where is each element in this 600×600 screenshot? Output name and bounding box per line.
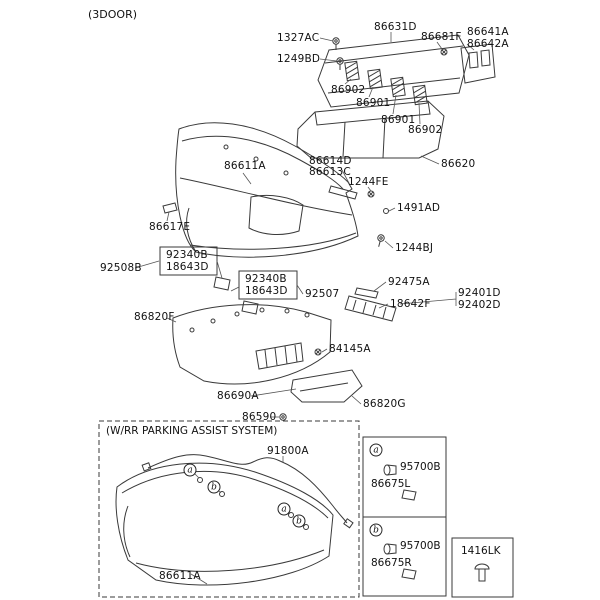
part-label-86642A: 86642A xyxy=(467,38,509,50)
part-label-91800A: 91800A xyxy=(267,445,309,457)
part-label-86590: 86590 xyxy=(242,411,277,423)
part-label-1491AD: 1491AD xyxy=(397,202,441,214)
plug-box-drawing xyxy=(451,537,514,598)
part-label-86820F: 86820F xyxy=(134,311,175,323)
part-label-86820G: 86820G xyxy=(363,398,406,410)
part-label-92475A: 92475A xyxy=(388,276,430,288)
plug-part-number: 1416LK xyxy=(461,545,501,557)
callout-marker-a: a xyxy=(183,463,197,477)
callout-marker-b: b xyxy=(207,480,221,494)
part-label-86620: 86620 xyxy=(441,158,476,170)
part-label-18643D: 18643D xyxy=(166,261,209,273)
part-label-86611A: 86611A xyxy=(224,160,266,172)
part-label-86611A: 86611A xyxy=(159,570,201,582)
part-label-86641A: 86641A xyxy=(467,26,509,38)
bumper-beam-drawing xyxy=(317,34,496,108)
part-label-86902: 86902 xyxy=(408,124,443,136)
part-label-86902: 86902 xyxy=(331,84,366,96)
part-label-86613C: 86613C xyxy=(309,166,351,178)
part-label-18642F: 18642F xyxy=(390,298,431,310)
part-label-1249BD: 1249BD xyxy=(277,53,321,65)
bumper-cover-drawing xyxy=(162,122,389,258)
leader-lines xyxy=(134,32,475,585)
legend-marker-a: a xyxy=(369,443,383,457)
parking-assist-box-drawing xyxy=(98,420,360,598)
parking-assist-box-title: (W/RR PARKING ASSIST SYSTEM) xyxy=(106,425,278,437)
part-label-86690A: 86690A xyxy=(217,390,259,402)
reflector-assembly-drawing xyxy=(344,287,397,322)
part-label-86617E: 86617E xyxy=(149,221,191,233)
part-label-1244FE: 1244FE xyxy=(348,176,389,188)
part-label-1327AC: 1327AC xyxy=(277,32,320,44)
part-label-92340B: 92340B xyxy=(245,273,287,285)
legend-box-drawing xyxy=(362,436,447,597)
page-title: (3DOOR) xyxy=(88,8,138,21)
callout-marker-b: b xyxy=(292,514,306,528)
legend-b-clip-number: 86675R xyxy=(371,557,412,569)
part-label-86614D: 86614D xyxy=(309,155,352,167)
part-label-92507: 92507 xyxy=(305,288,340,300)
legend-b-part-number: 95700B xyxy=(400,540,441,552)
part-label-86631D: 86631D xyxy=(374,21,417,33)
lower-cover-drawing xyxy=(172,304,363,421)
part-label-18643D: 18643D xyxy=(245,285,288,297)
part-label-84145A: 84145A xyxy=(329,343,371,355)
part-label-86681F: 86681F xyxy=(421,31,462,43)
part-label-92340B: 92340B xyxy=(166,249,208,261)
legend-marker-b: b xyxy=(369,523,383,537)
part-label-92401D: 92401D xyxy=(458,287,501,299)
part-label-86901: 86901 xyxy=(356,97,391,109)
part-label-86901: 86901 xyxy=(381,114,416,126)
legend-a-clip-number: 86675L xyxy=(371,478,411,490)
legend-a-part-number: 95700B xyxy=(400,461,441,473)
callout-marker-a: a xyxy=(277,502,291,516)
part-label-92508B: 92508B xyxy=(100,262,142,274)
part-label-1244BJ: 1244BJ xyxy=(395,242,434,254)
part-label-92402D: 92402D xyxy=(458,299,501,311)
